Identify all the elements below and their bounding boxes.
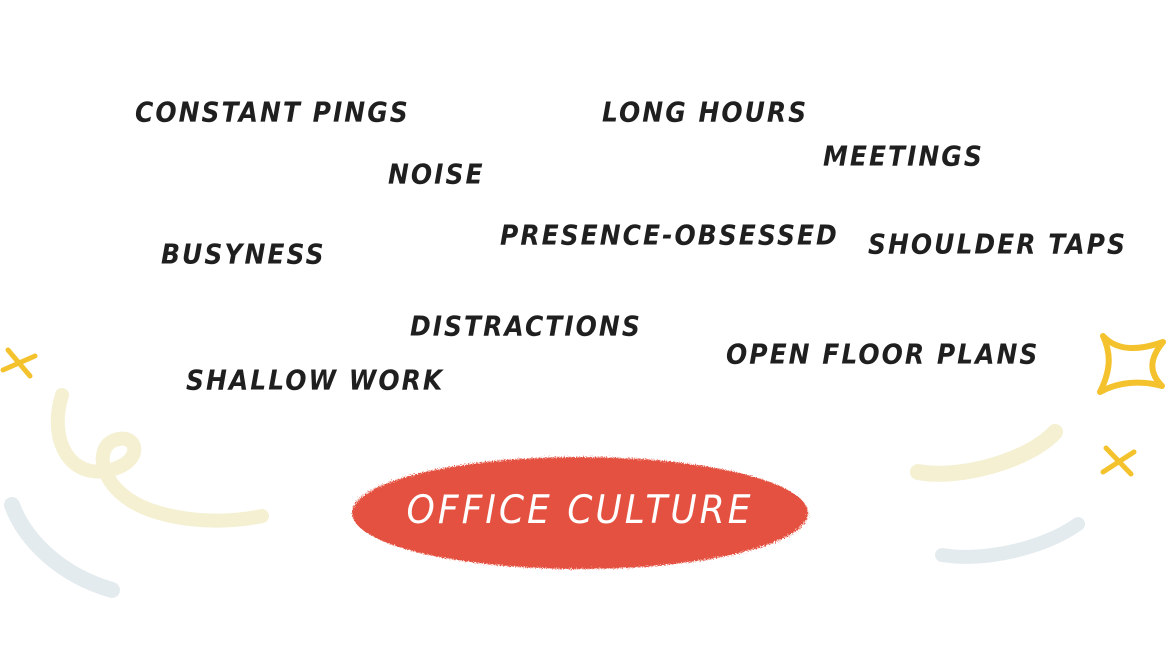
right-blue-stroke <box>935 517 1085 564</box>
word-shallow-work: SHALLOW WORK <box>186 363 445 397</box>
right-cream-stroke <box>910 424 1063 482</box>
word-long-hours: LONG HOURS <box>602 95 809 129</box>
word-presence-obsessed: PRESENCE-OBSESSED <box>500 218 839 252</box>
word-busyness: BUSYNESS <box>161 237 326 271</box>
word-noise: NOISE <box>388 157 485 191</box>
word-meetings: MEETINGS <box>823 139 984 173</box>
word-distractions: DISTRACTIONS <box>410 309 642 343</box>
right-diamond-sparkle-icon <box>1097 333 1166 395</box>
left-blue-stroke <box>4 497 120 598</box>
word-constant-pings: CONSTANT PINGS <box>135 95 410 129</box>
left-sparkle-icon <box>0 347 38 379</box>
office-culture-pill <box>352 457 808 569</box>
right-small-sparkle-icon <box>1100 445 1137 477</box>
office-culture-label: OFFICE CULTURE <box>406 487 754 533</box>
word-open-floor-plans: OPEN FLOOR PLANS <box>726 337 1040 371</box>
left-cream-stroke <box>50 388 269 528</box>
word-shoulder-taps: SHOULDER TAPS <box>868 227 1127 261</box>
